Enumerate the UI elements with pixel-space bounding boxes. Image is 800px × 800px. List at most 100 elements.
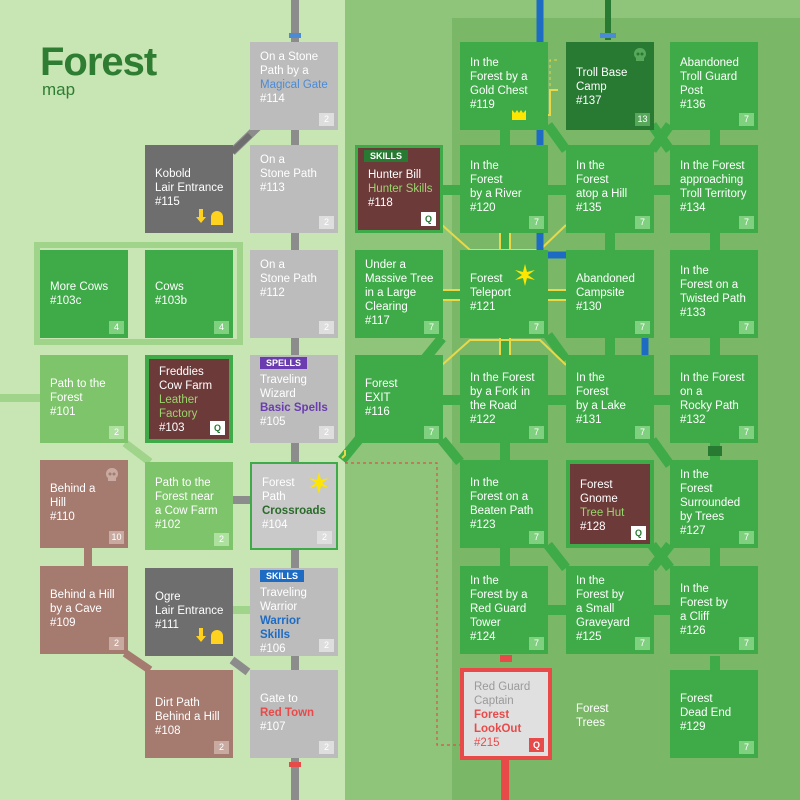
room-123[interactable]: In the Forest on a Beaten Path #123 7 — [460, 460, 548, 548]
room-special: Magical Gate — [260, 79, 328, 91]
room-name: On a Stone Path — [260, 259, 317, 285]
room-number: #122 — [470, 414, 496, 426]
room-number: #103 — [159, 422, 185, 434]
room-name: In the Forest by a Fork in the Road — [470, 372, 535, 412]
room-131[interactable]: In the Forest by a Lake #131 7 — [566, 355, 654, 443]
room-215[interactable]: Red Guard Captain Forest LookOut #215 Q — [460, 668, 552, 760]
room-level: 7 — [529, 216, 544, 229]
room-number: #102 — [155, 519, 181, 531]
room-name: Abandoned Troll Guard Post — [680, 57, 739, 97]
room-124[interactable]: In the Forest by a Red Guard Tower #124 … — [460, 566, 548, 654]
room-special: Forest LookOut — [474, 709, 522, 735]
map-title: Forest — [40, 40, 157, 84]
room-name: Cows — [155, 281, 184, 293]
room-level: 2 — [317, 531, 332, 544]
room-level: 7 — [739, 216, 754, 229]
room-106[interactable]: SKILLS Traveling Warrior Warrior Skills … — [250, 568, 338, 656]
room-name: In the Forest on a Twisted Path — [680, 265, 746, 305]
room-136[interactable]: Abandoned Troll Guard Post #136 7 — [670, 42, 758, 130]
room-108[interactable]: Dirt Path Behind a Hill #108 2 — [145, 670, 233, 758]
room-level: 2 — [214, 741, 229, 754]
room-127[interactable]: In the Forest Surrounded by Trees #127 7 — [670, 460, 758, 548]
room-105[interactable]: SPELLS Traveling Wizard Basic Spells #10… — [250, 355, 338, 443]
room-103[interactable]: Freddies Cow Farm Leather Factory #103 Q — [145, 355, 233, 443]
room-name: In the Forest approaching Troll Territor… — [680, 160, 747, 200]
room-103c[interactable]: More Cows #103c 4 — [40, 250, 128, 338]
room-101[interactable]: Path to the Forest #101 2 — [40, 355, 128, 443]
room-109[interactable]: Behind a Hill by a Cave #109 2 — [40, 566, 128, 654]
room-name: In the Forest by a River — [470, 160, 522, 200]
room-number: #137 — [576, 95, 602, 107]
room-114[interactable]: On a Stone Path by a Magical Gate #114 2 — [250, 42, 338, 130]
quest-badge: Q — [529, 738, 544, 752]
room-level: 7 — [529, 321, 544, 334]
skills-tag: SKILLS — [260, 570, 305, 582]
room-135[interactable]: In the Forest atop a Hill #135 7 — [566, 145, 654, 233]
room-132[interactable]: In the Forest on a Rocky Path #132 7 — [670, 355, 758, 443]
room-number: #101 — [50, 406, 76, 418]
room-107[interactable]: Gate to Red Town #107 2 — [250, 670, 338, 758]
room-name: Abandoned Campsite — [576, 273, 635, 299]
room-number: #131 — [576, 414, 602, 426]
room-133[interactable]: In the Forest on a Twisted Path #133 7 — [670, 250, 758, 338]
room-126[interactable]: In the Forest by a Cliff #126 7 — [670, 566, 758, 654]
room-121[interactable]: Forest Teleport #121 7 — [460, 250, 548, 338]
room-name: Behind a Hill by a Cave — [50, 589, 115, 615]
room-113[interactable]: On a Stone Path #113 2 — [250, 145, 338, 233]
lair-entrance-icon — [196, 209, 223, 225]
room-103b[interactable]: Cows #103b 4 — [145, 250, 233, 338]
forest-trees-label: Forest Trees — [576, 703, 609, 729]
room-number: #106 — [260, 643, 286, 655]
room-number: #135 — [576, 202, 602, 214]
room-name: Behind a Hill — [50, 483, 96, 509]
room-name: In the Forest atop a Hill — [576, 160, 628, 200]
room-137[interactable]: Troll Base Camp #137 13 — [566, 42, 654, 130]
room-115[interactable]: Kobold Lair Entrance #115 — [145, 145, 233, 233]
room-number: #114 — [260, 93, 285, 105]
room-125[interactable]: In the Forest by a Small Graveyard #125 … — [566, 566, 654, 654]
room-120[interactable]: In the Forest by a River #120 7 — [460, 145, 548, 233]
room-number: #113 — [260, 182, 285, 194]
room-name: Ogre Lair Entrance — [155, 591, 224, 617]
room-117[interactable]: Under a Massive Tree in a Large Clearing… — [355, 250, 443, 338]
room-111[interactable]: Ogre Lair Entrance #111 — [145, 568, 233, 656]
room-number: #125 — [576, 631, 602, 643]
room-122[interactable]: In the Forest by a Fork in the Road #122… — [460, 355, 548, 443]
room-number: #215 — [474, 737, 500, 749]
room-104[interactable]: Forest Path Crossroads #104 2 — [250, 462, 338, 550]
room-level: 2 — [214, 533, 229, 546]
room-level: 2 — [319, 216, 334, 229]
room-level: 4 — [214, 321, 229, 334]
room-name: In the Forest by a Small Graveyard — [576, 575, 630, 629]
room-level: 7 — [739, 426, 754, 439]
room-name: More Cows — [50, 281, 109, 293]
room-130[interactable]: Abandoned Campsite #130 7 — [566, 250, 654, 338]
room-name: In the Forest by a Cliff — [680, 583, 728, 623]
room-level: 7 — [739, 741, 754, 754]
room-number: #119 — [470, 99, 495, 111]
room-number: #104 — [262, 519, 288, 531]
room-number: #110 — [50, 511, 75, 523]
room-level: 2 — [319, 113, 334, 126]
room-level: 7 — [424, 321, 439, 334]
room-118[interactable]: SKILLS Hunter Bill Hunter Skills #118 Q — [355, 145, 443, 233]
room-name: Path to the Forest near a Cow Farm — [155, 477, 218, 517]
room-number: #136 — [680, 99, 706, 111]
skull-icon — [634, 48, 646, 61]
room-name: Forest Teleport — [470, 273, 511, 299]
room-102[interactable]: Path to the Forest near a Cow Farm #102 … — [145, 462, 233, 550]
room-110[interactable]: Behind a Hill #110 10 — [40, 460, 128, 548]
room-129[interactable]: Forest Dead End #129 7 — [670, 670, 758, 758]
room-number: #118 — [368, 197, 393, 209]
room-112[interactable]: On a Stone Path #112 2 — [250, 250, 338, 338]
room-128[interactable]: Forest Gnome Tree Hut #128 Q — [566, 460, 654, 548]
room-134[interactable]: In the Forest approaching Troll Territor… — [670, 145, 758, 233]
room-119[interactable]: In the Forest by a Gold Chest #119 — [460, 42, 548, 130]
room-116[interactable]: Forest EXIT #116 7 — [355, 355, 443, 443]
room-name: Forest EXIT — [365, 378, 398, 404]
room-number: #107 — [260, 721, 286, 733]
room-number: #123 — [470, 519, 496, 531]
crossroads-star-icon — [309, 472, 329, 494]
room-level: 4 — [109, 321, 124, 334]
room-number: #128 — [580, 521, 606, 533]
